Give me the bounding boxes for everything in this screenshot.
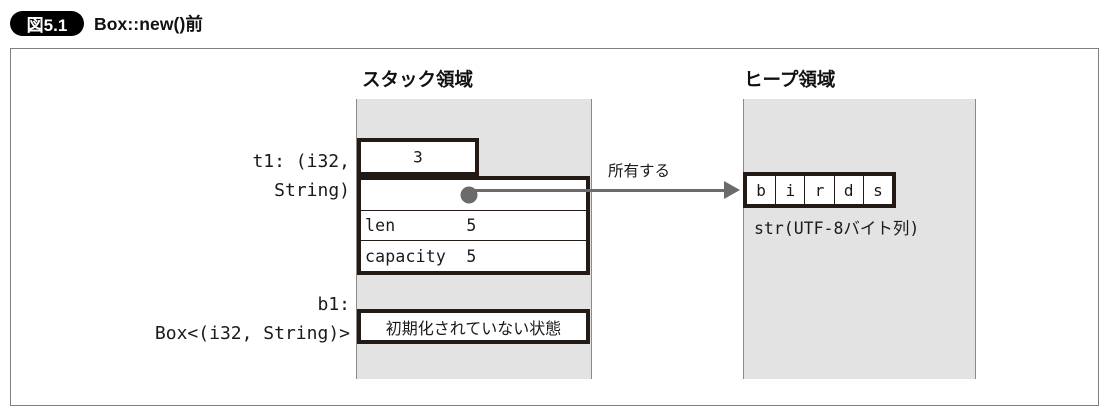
stack-area-heading: スタック領域: [362, 69, 474, 90]
heap-area-heading: ヒープ領域: [744, 69, 836, 90]
heap-byte-cell: s: [862, 176, 892, 204]
t1-string-struct: len 5 capacity 5: [357, 176, 590, 275]
t1-label-line1: t1: (i32,: [252, 151, 350, 172]
figure-number-badge: 図5.1: [10, 10, 84, 36]
ownership-arrow-line: [473, 188, 735, 192]
t1-label-line2: String): [274, 180, 350, 201]
string-len-text: len 5: [365, 216, 477, 235]
heap-byte-cell: b: [756, 180, 766, 200]
ownership-arrow-label: 所有する: [608, 163, 671, 180]
heap-string-caption: str(UTF-8バイト列): [754, 219, 920, 238]
figure-caption: 図5.1 Box::new()前: [10, 8, 203, 38]
heap-memory-column: [743, 99, 976, 379]
t1-i32-value: 3: [413, 147, 423, 167]
b1-uninitialized-box: 初期化されていない状態: [357, 309, 590, 344]
ownership-arrow-head-icon: [724, 181, 740, 199]
variable-label-t1: t1: (i32, String): [60, 147, 350, 205]
figure-title: Box::new()前: [94, 13, 204, 34]
string-ptr-row: [361, 180, 586, 210]
heap-byte-cell: r: [804, 176, 833, 204]
b1-label-line1: b1:: [317, 294, 350, 315]
heap-string-bytes: b i r d s: [743, 172, 896, 208]
string-len-row: len 5: [361, 209, 586, 241]
b1-label-line2: Box<(i32, String)>: [154, 323, 350, 344]
t1-i32-cell: 3: [357, 138, 479, 176]
b1-state-label: 初期化されていない状態: [385, 320, 562, 338]
string-capacity-row: capacity 5: [361, 240, 586, 271]
heap-byte-cell: d: [833, 176, 863, 204]
heap-byte-cell: i: [775, 176, 804, 204]
string-capacity-text: capacity 5: [365, 246, 477, 266]
variable-label-b1: b1: Box<(i32, String)>: [60, 290, 350, 348]
